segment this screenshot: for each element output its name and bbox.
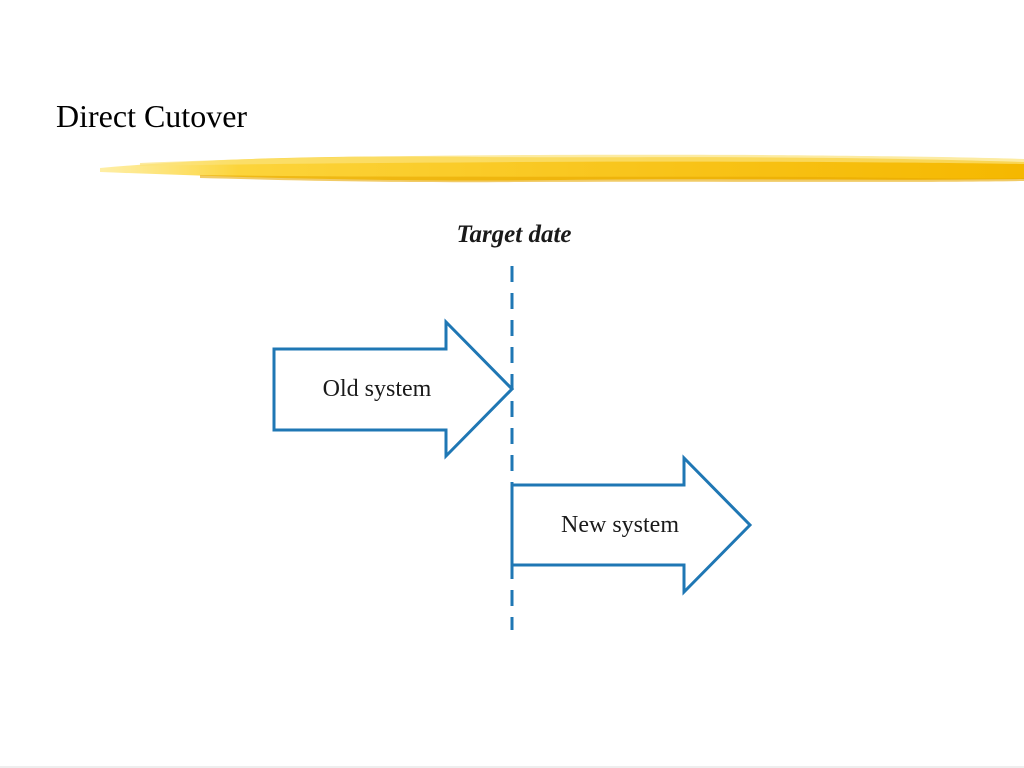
- bottom-divider: [0, 766, 1024, 768]
- title-underline-brush: [100, 154, 1024, 183]
- slide-title: Direct Cutover: [56, 98, 248, 134]
- target-date-label: Target date: [456, 221, 571, 248]
- new-system-arrow: [510, 454, 753, 596]
- old-system-arrow: [272, 318, 515, 460]
- old-system-label: Old system: [323, 376, 432, 402]
- new-system-label: New system: [561, 512, 679, 538]
